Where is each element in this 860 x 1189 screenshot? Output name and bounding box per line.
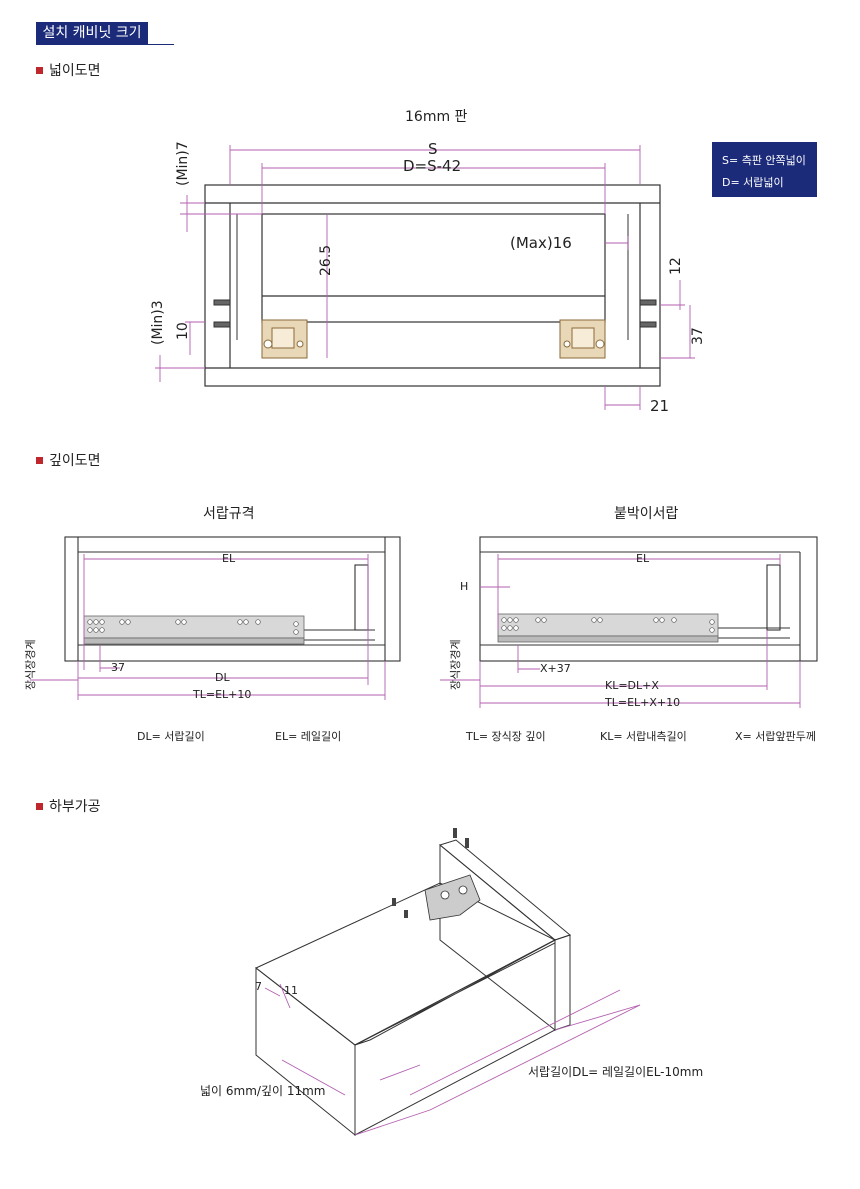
x37-label: X+37 [540, 662, 571, 675]
legend-s: S= 측판 안쪽넓이 [722, 154, 806, 167]
legend-d: D= 서랍넓이 [722, 176, 784, 189]
bullet-square-icon [36, 456, 43, 464]
bottom-hardware-icon [424, 874, 481, 921]
width-legend: S= 측판 안쪽넓이 D= 서랍넓이 [712, 142, 817, 197]
section-depth: 깊이도면 [36, 450, 101, 470]
dl-label: DL [215, 671, 230, 684]
tl-label: TL=EL+10 [193, 688, 252, 701]
panel-thickness-label: 16mm 판 [405, 109, 468, 125]
hole-note-label: 넓이 6mm/깊이 11mm [200, 1084, 326, 1098]
right-depth-title: 붙박이서랍 [614, 506, 679, 522]
tl2-label: TL=EL+X+10 [605, 696, 681, 709]
dim-7-label: 7 [255, 980, 262, 993]
left-rail-icon [261, 319, 308, 359]
left-depth-title: 서랍규격 [203, 506, 255, 522]
drawer-box [261, 213, 606, 323]
dim-37-depth-label: 37 [111, 661, 125, 674]
bullet-square-icon [36, 802, 43, 810]
right-rail-icon [559, 319, 606, 359]
max16-label: (Max)16 [510, 234, 572, 252]
dim-11-label: 11 [284, 984, 298, 997]
note-tl: TL= 장식장 깊이 [466, 730, 546, 743]
section-width: 넓이도면 [36, 60, 101, 80]
length-note-label: 서랍길이DL= 레일길이EL-10mm [528, 1065, 704, 1079]
note-el: EL= 레일길이 [275, 730, 342, 743]
note-kl: KL= 서랍내측길이 [600, 730, 687, 743]
d-dimension-label: D=S-42 [403, 157, 462, 175]
note-dl: DL= 서랍길이 [137, 730, 205, 743]
el-right-label: EL [636, 552, 650, 565]
bullet-square-icon [36, 66, 43, 74]
screw-icon [213, 299, 657, 328]
title-underline [36, 44, 174, 45]
h-label: H [460, 580, 469, 593]
dim-21-label: 21 [650, 397, 670, 415]
cabinet-outline [204, 184, 661, 387]
el-left-label: EL [222, 552, 236, 565]
s-dimension-label: S [428, 140, 438, 158]
note-x: X= 서랍앞판두께 [735, 730, 816, 743]
page-title-tag: 설치 캐비닛 크기 [36, 22, 148, 44]
screw-icon [392, 828, 469, 918]
section-bottom: 하부가공 [36, 796, 101, 816]
kl-label: KL=DL+X [605, 679, 659, 692]
